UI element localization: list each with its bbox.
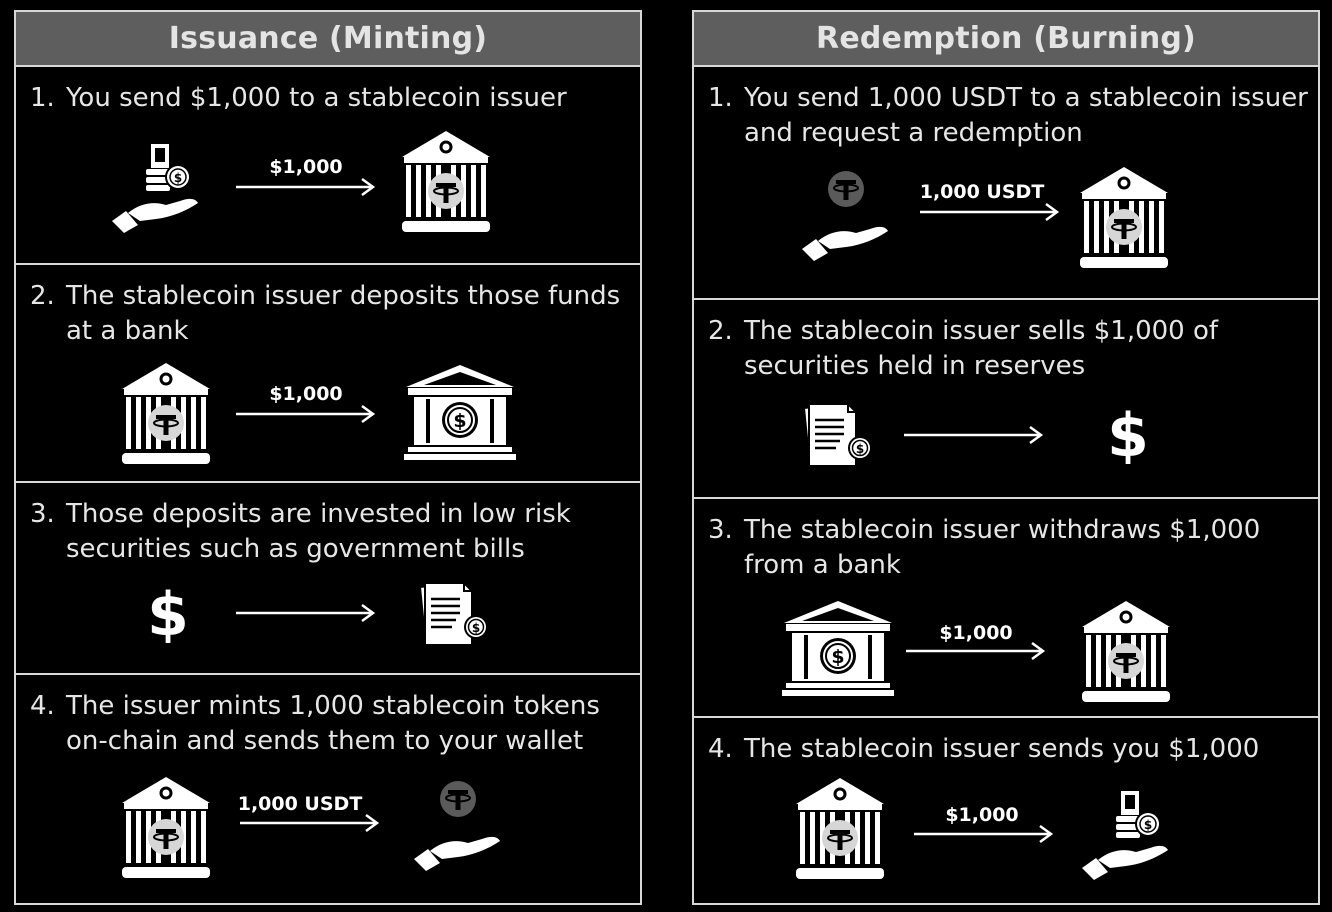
step-number: 1. [30,83,55,113]
step-number: 3. [708,515,733,545]
hand-cash-icon [110,141,200,233]
step-number: 2. [708,316,733,346]
redemption-panel: Redemption (Burning) 1. You send 1,000 US… [692,10,1320,905]
hand-cash-icon [1080,788,1170,880]
bank-icon [782,599,894,697]
arrow-label: $1,000 [269,156,343,178]
redemption-step-4: 4. The stablecoin issuer sends you $1,000… [694,716,1318,905]
arrow-right-icon [236,177,376,197]
arrow-right-icon [904,425,1044,445]
redemption-step-2: 2. The stablecoin issuer sells $1,000 of … [694,298,1318,497]
hand-usdt-icon [800,169,890,261]
issuer-building-icon [120,359,212,467]
arrow-right-icon [906,641,1046,661]
step-number: 4. [708,734,733,764]
arrow-right-icon [920,202,1060,222]
step-text: You send $1,000 to a stablecoin issuer [66,83,567,113]
step-number: 3. [30,499,55,529]
securities-document-icon [800,400,876,470]
issuance-title: Issuance (Minting) [16,12,640,67]
arrow-label: 1,000 USDT [237,793,363,815]
securities-document-icon [416,579,492,649]
bank-icon [404,363,516,461]
issuance-step-1: 1. You send $1,000 to a stablecoin issuer… [16,67,640,263]
arrow-right-icon [236,404,376,424]
issuance-step-4: 4. The issuer mints 1,000 stablecoin toke… [16,673,640,905]
step-text: The stablecoin issuer sends you $1,000 [744,734,1260,764]
step-text: The stablecoin issuer withdraws $1,000 f… [744,515,1261,580]
arrow-label: $1,000 [939,622,1013,644]
step-text: You send 1,000 USDT to a stablecoin issu… [744,83,1308,148]
arrow-label: $1,000 [269,383,343,405]
step-text: Those deposits are invested in low risk … [66,499,571,564]
arrow-right-icon [240,813,380,833]
dollar-icon [1108,404,1148,464]
issuer-building-icon [1078,163,1170,271]
hand-usdt-icon [412,779,502,871]
arrow-label: 1,000 USDT [919,181,1045,203]
issuance-step-2: 2. The stablecoin issuer deposits those f… [16,263,640,481]
step-text: The stablecoin issuer deposits those fun… [66,281,621,346]
step-text: The issuer mints 1,000 stablecoin tokens… [66,691,600,756]
issuer-building-icon [400,127,492,235]
step-text: The stablecoin issuer sells $1,000 of se… [744,316,1219,381]
issuer-building-icon [1080,597,1172,705]
issuance-panel: Issuance (Minting) 1. You send $1,000 to … [14,10,642,905]
arrow-right-icon [236,603,376,623]
dollar-icon [148,583,188,643]
issuer-building-icon [120,773,212,881]
arrow-label: $1,000 [945,804,1019,826]
issuer-building-icon [794,774,886,882]
step-number: 2. [30,281,55,311]
redemption-title: Redemption (Burning) [694,12,1318,67]
arrow-right-icon [914,824,1054,844]
step-number: 4. [30,691,55,721]
redemption-step-3: 3. The stablecoin issuer withdraws $1,000… [694,497,1318,716]
step-number: 1. [708,83,733,113]
redemption-step-1: 1. You send 1,000 USDT to a stablecoin is… [694,67,1318,298]
issuance-step-3: 3. Those deposits are invested in low ris… [16,481,640,673]
